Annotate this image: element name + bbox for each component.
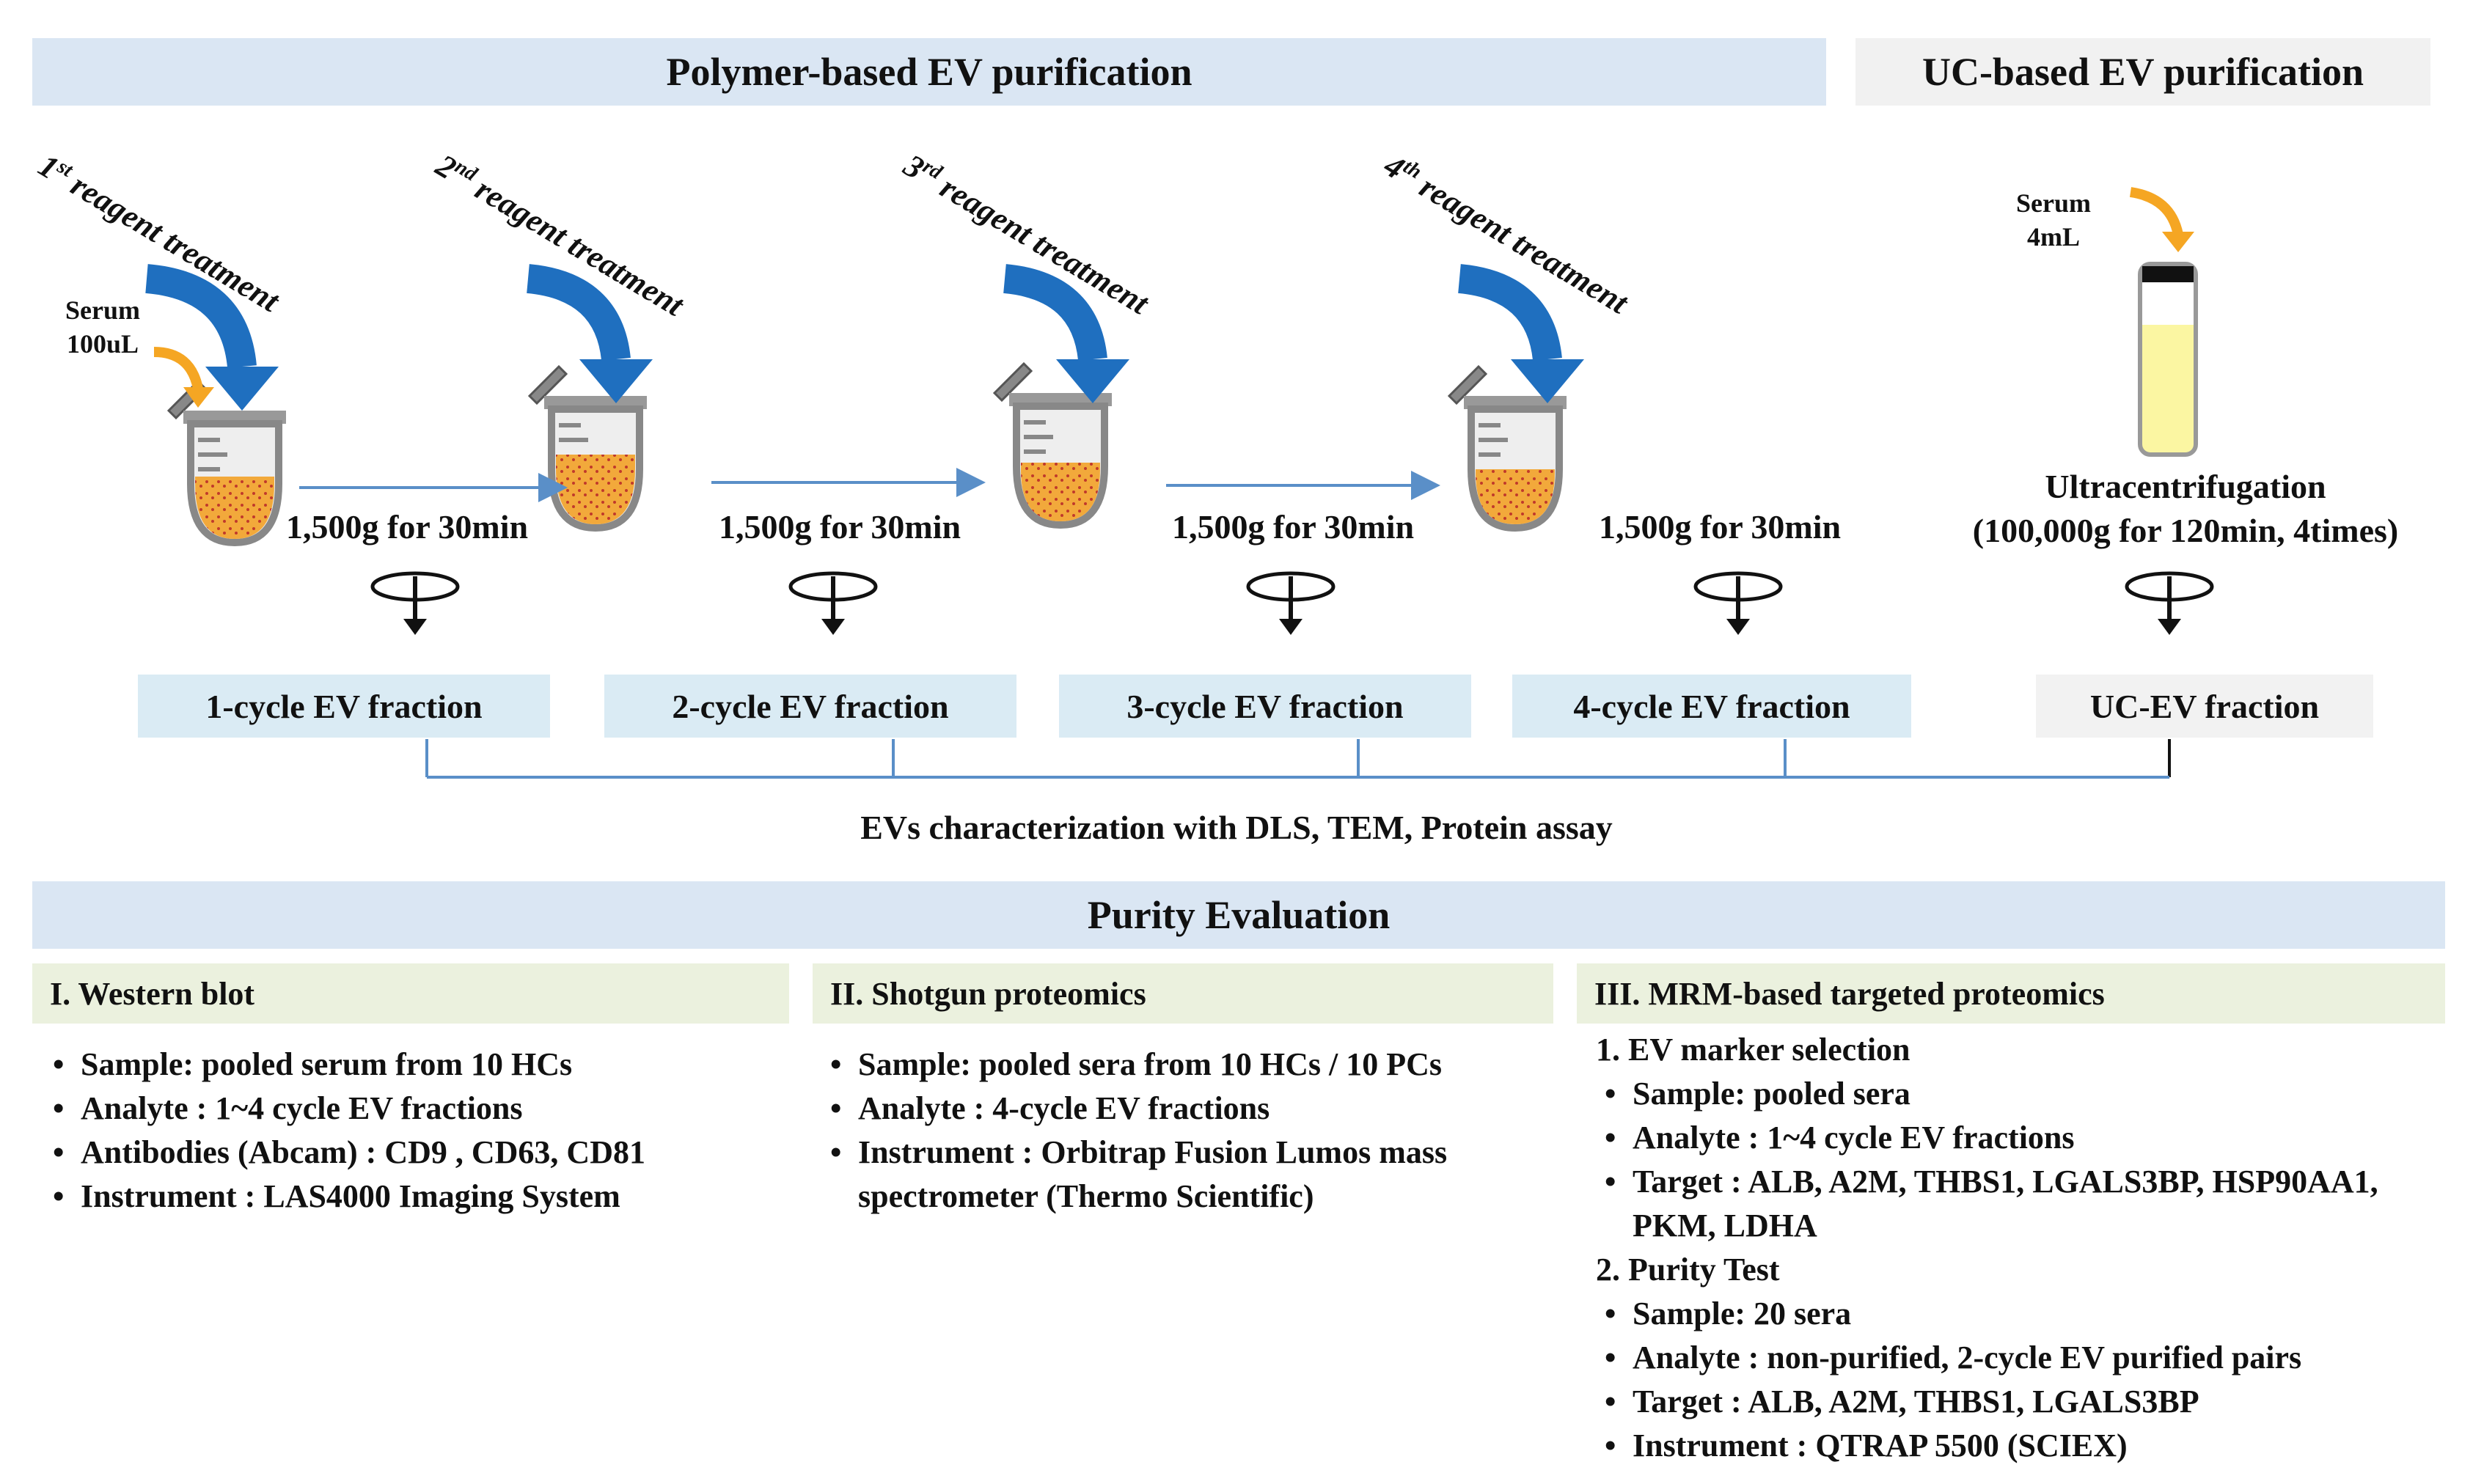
characterization-text: EVs characterization with DLS, TEM, Prot…: [860, 809, 1613, 846]
serum-arrow-uc: [2129, 187, 2194, 252]
uc-header: UC-based EV purification: [1855, 38, 2430, 106]
mrm-sub1-list: Sample: pooled sera Analyte : 1~4 cycle …: [1596, 1072, 2461, 1248]
list-item: Instrument : Orbitrap Fusion Lumos mass …: [821, 1131, 1555, 1219]
centrifuge-icon-3: [1246, 571, 1336, 635]
fraction-box-3: 3-cycle EV fraction: [1059, 675, 1471, 738]
tube-2: [527, 364, 647, 532]
spin-label-3: 1,500g for 30min: [1172, 508, 1415, 546]
serum-arrow-polymer: [153, 347, 214, 408]
mrm-sub2-list: Sample: 20 sera Analyte : non-purified, …: [1596, 1292, 2461, 1468]
shotgun-list: Sample: pooled sera from 10 HCs / 10 PCs…: [821, 1043, 1555, 1219]
fraction-box-1: 1-cycle EV fraction: [138, 675, 550, 738]
uc-method-label: Ultracentrifugation (100,000g for 120min…: [1972, 468, 2399, 549]
tube-1: [166, 379, 286, 547]
reagent-arrow-3: [1003, 264, 1129, 403]
mrm-sub1-title: 1. EV marker selection: [1596, 1032, 1910, 1068]
spin-label-2: 1,500g for 30min: [719, 508, 961, 546]
mrm-sub2-title: 2. Purity Test: [1596, 1252, 1780, 1288]
shotgun-header: II. Shotgun proteomics: [813, 963, 1553, 1024]
centrifuge-icon-4: [1693, 571, 1783, 635]
list-item: Antibodies (Abcam) : CD9 , CD63, CD81: [44, 1131, 792, 1175]
list-item: Analyte : 1~4 cycle EV fractions: [1596, 1116, 2461, 1160]
centrifuge-icon-1: [370, 571, 460, 635]
list-item: Analyte : non-purified, 2-cycle EV purif…: [1596, 1336, 2461, 1380]
characterization-bracket: [425, 739, 2171, 779]
centrifuge-icon-2: [788, 571, 878, 635]
list-item: Target : ALB, A2M, THBS1, LGALS3BP: [1596, 1380, 2461, 1424]
spin-label-4: 1,500g for 30min: [1599, 508, 1842, 546]
centrifuge-icon-uc: [2125, 571, 2214, 635]
tube-4: [1447, 364, 1567, 532]
mrm-content: 1. EV marker selection Sample: pooled se…: [1596, 1028, 2461, 1468]
list-item: Analyte : 4-cycle EV fractions: [821, 1087, 1555, 1131]
mrm-header: III. MRM-based targeted proteomics: [1577, 963, 2445, 1024]
purity-header: Purity Evaluation: [32, 881, 2445, 949]
reagent-arrow-2: [526, 264, 653, 403]
list-item: Target : ALB, A2M, THBS1, LGALS3BP, HSP9…: [1596, 1160, 2461, 1248]
fraction-box-uc: UC-EV fraction: [2036, 675, 2373, 738]
tube-3: [992, 361, 1112, 529]
list-item: Sample: 20 sera: [1596, 1292, 2461, 1336]
uc-tube: [2138, 262, 2198, 457]
list-item: Instrument : LAS4000 Imaging System: [44, 1175, 792, 1219]
fraction-box-2: 2-cycle EV fraction: [604, 675, 1016, 738]
reagent-arrow-4: [1457, 264, 1584, 403]
western-blot-list: Sample: pooled serum from 10 HCs Analyte…: [44, 1043, 792, 1219]
list-item: Sample: pooled sera from 10 HCs / 10 PCs: [821, 1043, 1555, 1087]
reagent-arrow-1: [144, 264, 279, 411]
list-item: Instrument : QTRAP 5500 (SCIEX): [1596, 1424, 2461, 1468]
polymer-header: Polymer-based EV purification: [32, 38, 1826, 106]
western-blot-header: I. Western blot: [32, 963, 789, 1024]
list-item: Sample: pooled serum from 10 HCs: [44, 1043, 792, 1087]
fraction-box-4: 4-cycle EV fraction: [1512, 675, 1911, 738]
spin-label-1: 1,500g for 30min: [286, 508, 529, 546]
list-item: Sample: pooled sera: [1596, 1072, 2461, 1116]
list-item: Analyte : 1~4 cycle EV fractions: [44, 1087, 792, 1131]
